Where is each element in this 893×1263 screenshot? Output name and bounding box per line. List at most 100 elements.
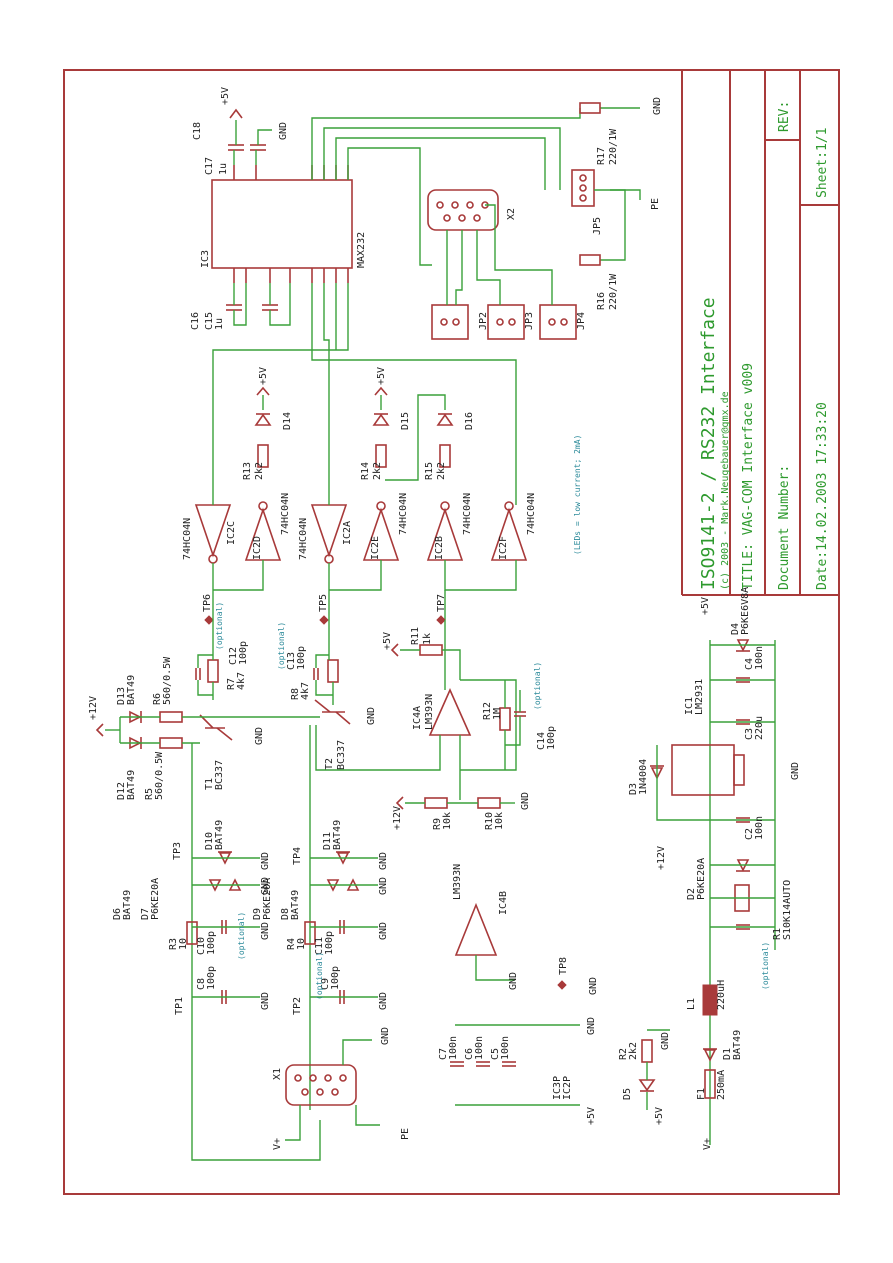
- svg-text:2k2: 2k2: [436, 462, 447, 480]
- svg-text:P6KE20A: P6KE20A: [262, 878, 273, 920]
- svg-text:R7: R7: [226, 678, 237, 690]
- svg-text:F1: F1: [696, 1088, 707, 1100]
- svg-text:V+: V+: [702, 1138, 713, 1150]
- svg-text:C10: C10: [196, 937, 207, 955]
- inductor-l1-d1-f1: L1 220uH D1 BAT49 F1 250mA V+: [686, 980, 743, 1150]
- svg-text:PE: PE: [400, 1128, 411, 1140]
- svg-text:JP5: JP5: [592, 217, 603, 235]
- svg-text:TP3: TP3: [172, 842, 183, 860]
- svg-text:4k7: 4k7: [236, 672, 247, 690]
- svg-text:V+: V+: [272, 1138, 283, 1150]
- svg-text:220/1W: 220/1W: [608, 128, 619, 165]
- inverter-ic2d: IC2D 74HC04N: [244, 493, 291, 561]
- svg-text:X2: X2: [506, 208, 517, 220]
- tp5: TP5: [318, 594, 329, 625]
- svg-text:+12V: +12V: [392, 806, 403, 830]
- svg-text:4k7: 4k7: [300, 682, 311, 700]
- title-text: TITLE: VAG-COM Interface v009: [741, 363, 756, 590]
- svg-text:GND: GND: [378, 922, 389, 940]
- svg-text:LM2931: LM2931: [694, 679, 705, 715]
- svg-text:10: 10: [296, 938, 307, 950]
- svg-text:C13: C13: [286, 652, 297, 670]
- wire-r1in: [335, 137, 546, 190]
- svg-text:100p: 100p: [324, 931, 335, 955]
- svg-text:D13: D13: [116, 687, 127, 705]
- svg-text:D7: D7: [140, 908, 151, 920]
- copyright: (c) 2003 - Mark.Neugebauer@gmx.de: [720, 391, 731, 590]
- jumper-jp5: JP5 PE: [571, 169, 661, 235]
- svg-text:IC2A: IC2A: [342, 521, 353, 545]
- svg-text:BC337: BC337: [214, 760, 225, 790]
- svg-text:74HC04N: 74HC04N: [462, 493, 473, 535]
- svg-text:C7: C7: [438, 1048, 449, 1060]
- led-d5-r2: R2 2k2 D5 +5V GND: [618, 1029, 671, 1125]
- svg-text:D14: D14: [282, 412, 293, 430]
- diode-d3: D3 1N4004: [628, 745, 710, 821]
- svg-text:R14: R14: [360, 462, 371, 480]
- title-line1: ISO9141-2 / RS232 Interface: [698, 297, 719, 590]
- svg-text:D12: D12: [116, 782, 127, 800]
- svg-text:100n: 100n: [754, 646, 765, 670]
- svg-text:74HC04N: 74HC04N: [280, 493, 291, 535]
- svg-text:GND: GND: [378, 852, 389, 870]
- tp6: TP6: [202, 594, 214, 625]
- svg-text:R5: R5: [144, 788, 155, 800]
- svg-text:(optional): (optional): [315, 952, 324, 1000]
- svg-text:LM393N: LM393N: [452, 864, 463, 900]
- svg-text:D4: D4: [730, 623, 741, 635]
- jumper-jp4: JP4: [539, 304, 587, 340]
- svg-text:+5V: +5V: [700, 597, 711, 615]
- svg-text:TP5: TP5: [318, 594, 329, 612]
- date-label: Date:14.02.2003 17:33:20: [815, 402, 830, 590]
- svg-text:(optional): (optional): [277, 622, 286, 670]
- svg-text:C12: C12: [228, 647, 239, 665]
- svg-text:GND: GND: [366, 707, 377, 725]
- r11: +5V R11 1k: [382, 627, 461, 680]
- transistor-t2: T2 BC337 GND: [314, 699, 377, 770]
- svg-text:IC4B: IC4B: [498, 891, 509, 915]
- leds-note: (LEDs = low current; 2mA): [573, 435, 582, 555]
- svg-text:GND: GND: [260, 992, 271, 1010]
- svg-text:2k2: 2k2: [254, 462, 265, 480]
- svg-text:(optional): (optional): [237, 912, 246, 960]
- svg-text:+5V: +5V: [258, 367, 269, 385]
- plus12v-top: +12V: [88, 696, 121, 743]
- svg-text:220/1W: 220/1W: [608, 273, 619, 310]
- svg-text:GND: GND: [260, 922, 271, 940]
- svg-text:R16: R16: [596, 292, 607, 310]
- svg-text:R8: R8: [290, 688, 301, 700]
- svg-text:100p: 100p: [296, 646, 307, 670]
- svg-text:100n: 100n: [500, 1036, 511, 1060]
- caps-c3-c4-c2: C4 100n C3 220u C2 100n GND: [710, 646, 801, 840]
- connector-x1: X1 GND PE V+: [272, 1027, 411, 1150]
- svg-text:R10: R10: [484, 812, 495, 830]
- drawing-frame: [63, 69, 840, 1195]
- svg-text:BAT49: BAT49: [126, 675, 137, 705]
- rc-r3-c8-c10: R3 10 C8 100p C10 100p (optional) TP1 GN…: [168, 912, 271, 1015]
- svg-text:IC2F: IC2F: [498, 536, 509, 560]
- svg-text:TP2: TP2: [292, 997, 303, 1015]
- svg-text:IC4A: IC4A: [412, 706, 423, 730]
- svg-text:100p: 100p: [206, 931, 217, 955]
- svg-text:C6: C6: [464, 1048, 475, 1060]
- wire-ic2b-in: [444, 560, 517, 591]
- svg-text:+5V: +5V: [382, 632, 393, 650]
- svg-text:D11: D11: [322, 832, 333, 850]
- svg-text:R12: R12: [482, 702, 493, 720]
- r12-c14: R12 1M C14 100p (optional): [482, 662, 557, 770]
- svg-text:TP6: TP6: [202, 594, 213, 612]
- svg-text:P6KE20A: P6KE20A: [150, 878, 161, 920]
- svg-text:GND: GND: [378, 992, 389, 1010]
- wire-r16: [600, 189, 626, 261]
- svg-text:IC2C: IC2C: [226, 521, 237, 545]
- svg-text:100p: 100p: [546, 726, 557, 750]
- svg-text:BAT49: BAT49: [732, 1030, 743, 1060]
- r6-d13: R6 560/0.5W D13 BAT49: [116, 656, 320, 724]
- rev-label: REV:: [777, 101, 792, 132]
- svg-text:R11: R11: [410, 627, 421, 645]
- svg-text:(optional): (optional): [761, 942, 770, 990]
- svg-text:74HC04N: 74HC04N: [398, 493, 409, 535]
- svg-text:IC3P: IC3P: [552, 1076, 563, 1100]
- svg-text:250mA: 250mA: [716, 1070, 727, 1100]
- svg-text:R2: R2: [618, 1048, 629, 1060]
